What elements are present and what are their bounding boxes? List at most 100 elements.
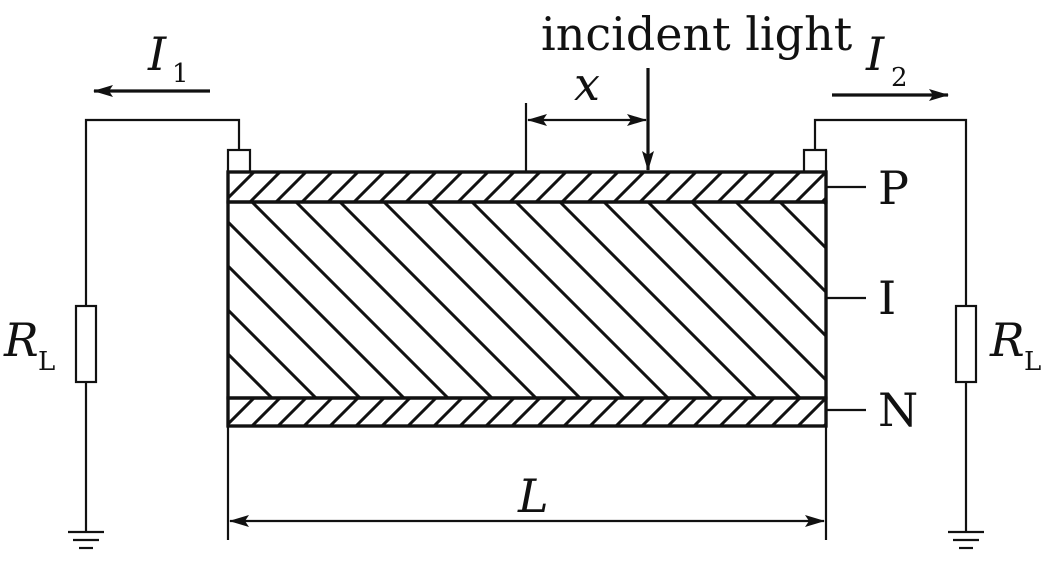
hatch-line	[430, 172, 464, 202]
hatch-line	[338, 202, 538, 398]
hatch-line	[768, 172, 802, 202]
hatch-line	[690, 172, 724, 202]
i-layer-label: I	[878, 271, 896, 325]
hatch-line	[0, 202, 184, 398]
hatch-line	[690, 202, 826, 339]
left-circuit	[68, 118, 241, 550]
hatch-line	[458, 398, 490, 426]
hatch-line	[228, 398, 256, 426]
hatch-line	[614, 398, 646, 426]
length-label: L	[517, 469, 549, 523]
hatch-line	[822, 202, 826, 207]
hatch-line	[536, 398, 568, 426]
p-layer	[172, 170, 828, 204]
hatch-line	[406, 398, 438, 426]
hatch-line	[228, 395, 230, 398]
hatch-line	[354, 398, 386, 426]
i1-label: I	[147, 27, 167, 81]
hatch-line	[778, 202, 826, 251]
hatch-line	[228, 219, 406, 398]
left-ground-icon	[68, 530, 104, 550]
left-rl-subscript: L	[38, 347, 55, 377]
hatch-line	[1044, 202, 1054, 398]
hatch-line	[770, 398, 802, 426]
hatch-line	[666, 398, 698, 426]
n-layer-hatch	[174, 398, 878, 426]
hatch-line	[228, 172, 230, 175]
hatch-line	[638, 172, 672, 202]
hatch-line	[850, 398, 878, 426]
device-body	[0, 170, 1054, 428]
hatch-line	[382, 202, 582, 398]
hatch-line	[302, 398, 334, 426]
hatch-line	[646, 202, 826, 383]
hatch-line	[602, 202, 802, 398]
hatch-line	[482, 172, 516, 202]
hatch-line	[716, 172, 750, 202]
hatch-line	[228, 263, 362, 398]
hatch-line	[404, 172, 438, 202]
right-load-resistor	[954, 304, 978, 384]
hatch-line	[718, 398, 750, 426]
hatch-line	[744, 398, 776, 426]
hatch-line	[640, 398, 672, 426]
right-circuit	[813, 118, 984, 550]
hatch-line	[456, 172, 490, 202]
hatch-line	[612, 172, 646, 202]
hatch-line	[228, 351, 274, 398]
hatch-line	[588, 398, 620, 426]
hatch-line	[432, 398, 464, 426]
hatch-line	[508, 172, 542, 202]
hatch-line	[174, 398, 202, 426]
hatch-line	[300, 172, 334, 202]
n-layer-label: N	[878, 383, 918, 437]
hatch-line	[380, 398, 412, 426]
hatch-line	[742, 172, 776, 202]
hatch-line	[510, 398, 542, 426]
hatch-line	[560, 172, 594, 202]
hatch-line	[586, 172, 620, 202]
hatch-line	[352, 172, 386, 202]
hatch-line	[734, 202, 826, 295]
right-electrode	[802, 148, 828, 174]
hatch-line	[378, 172, 412, 202]
hatch-line	[796, 398, 826, 426]
hatch-line	[328, 398, 360, 426]
hatch-line	[228, 307, 318, 398]
hatch-line	[558, 202, 758, 398]
hatch-line	[534, 172, 568, 202]
i2-subscript: 2	[891, 63, 908, 93]
hatch-line	[692, 398, 724, 426]
right-rl-label: R	[989, 313, 1025, 367]
hatch-line	[562, 398, 594, 426]
hatch-line	[794, 172, 826, 202]
left-load-resistor	[74, 304, 98, 384]
hatch-line	[484, 398, 516, 426]
hatch-line	[276, 398, 308, 426]
hatch-line	[664, 172, 698, 202]
hatch-line	[426, 202, 626, 398]
left-rl-label: R	[3, 313, 39, 367]
incident-light-label: incident light	[541, 7, 853, 61]
i1-subscript: 1	[172, 59, 189, 89]
hatch-line	[248, 172, 282, 202]
hatch-line	[250, 202, 450, 398]
right-ground-icon	[948, 530, 984, 550]
right-rl-subscript: L	[1024, 347, 1041, 377]
p-layer-label: P	[878, 161, 909, 215]
x-label: x	[574, 57, 600, 111]
n-layer	[174, 396, 878, 428]
hatch-line	[294, 202, 494, 398]
hatch-line	[228, 398, 230, 401]
i2-label: I	[865, 27, 885, 81]
hatch-line	[172, 172, 202, 202]
p-layer-hatch	[172, 172, 826, 202]
hatch-line	[326, 172, 360, 202]
i-layer-hatch	[0, 202, 1054, 398]
hatch-line	[514, 202, 714, 398]
hatch-line	[274, 172, 308, 202]
hatch-line	[470, 202, 670, 398]
left-electrode	[226, 148, 252, 174]
hatch-line	[822, 421, 826, 426]
